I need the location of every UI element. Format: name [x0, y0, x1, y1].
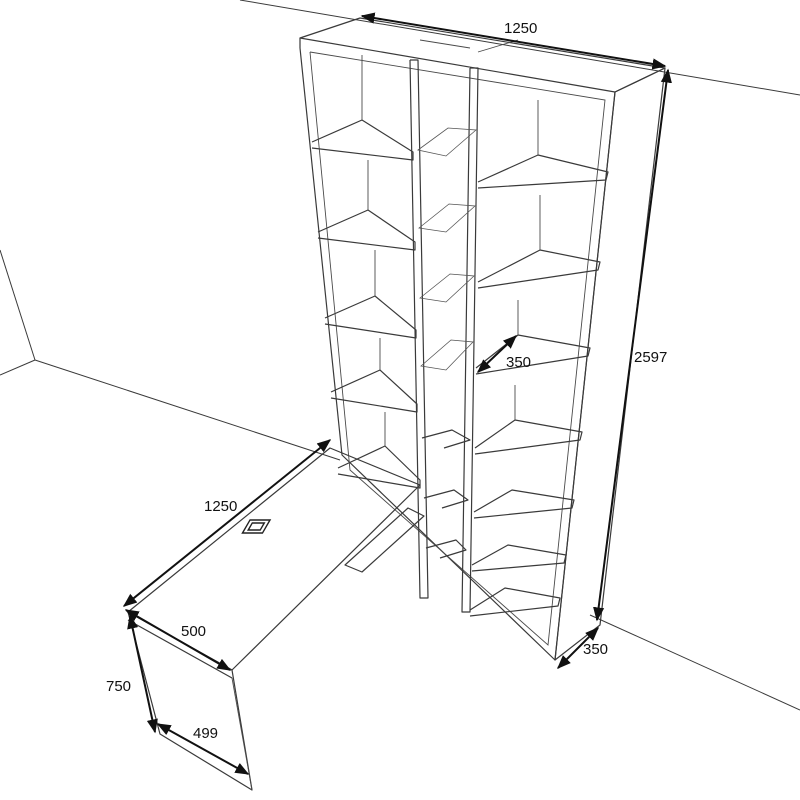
floor-line-back — [34, 359, 341, 461]
desk — [127, 447, 425, 791]
cable-grommet-icon — [241, 519, 272, 534]
label-desk-length: 1250 — [204, 498, 237, 515]
wall-corner-line — [0, 249, 36, 361]
divider-right — [461, 67, 479, 613]
divider-left-back — [419, 39, 471, 49]
desk-under-frame — [344, 507, 425, 573]
dim-line-cabinet-height — [593, 68, 672, 622]
dim-line-leg-depth — [156, 723, 250, 775]
floor-line-left — [0, 359, 36, 376]
divider-left — [409, 59, 429, 599]
label-cabinet-width: 1250 — [504, 20, 537, 37]
shelves-left-column — [311, 55, 421, 489]
room-walls — [0, 0, 800, 711]
bookcase-front-outline — [299, 38, 616, 661]
label-cabinet-depth: 350 — [583, 641, 608, 658]
dimension-labels: 1250 2597 350 350 1250 500 750 499 — [106, 20, 667, 742]
ceiling-line — [239, 0, 800, 96]
desk-leg-inner-edge — [231, 677, 253, 791]
label-desk-height: 750 — [106, 678, 131, 695]
dim-line-cabinet-depth — [557, 627, 599, 669]
dim-line-desk-width — [124, 609, 232, 671]
dim-line-desk-height — [127, 614, 158, 734]
bookcase — [299, 17, 666, 661]
label-cabinet-height: 2597 — [634, 349, 667, 366]
label-desk-width: 500 — [181, 623, 206, 640]
label-leg-depth: 499 — [193, 725, 218, 742]
dim-line-desk-length — [122, 439, 332, 607]
floor-line-right — [589, 614, 800, 711]
glass-shelves-middle — [417, 127, 477, 559]
dim-line-inner-shelf-depth — [476, 335, 518, 373]
dimension-lines — [122, 12, 672, 775]
dim-line-cabinet-width — [360, 12, 667, 70]
label-inner-shelf-depth: 350 — [506, 354, 531, 371]
bookcase-top — [299, 17, 666, 93]
bookcase-inner-back — [309, 51, 606, 646]
